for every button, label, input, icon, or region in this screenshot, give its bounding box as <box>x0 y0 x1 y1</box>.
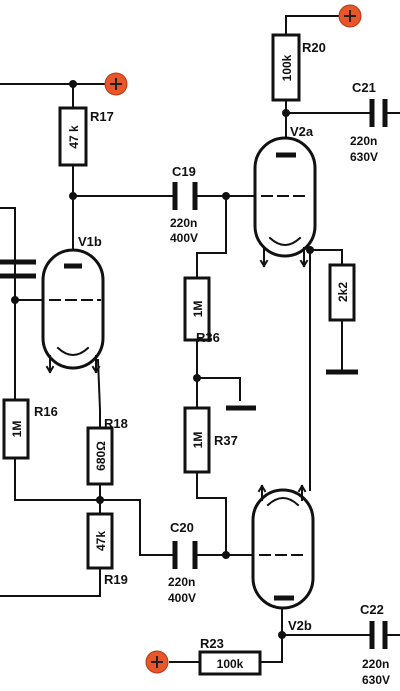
tube-v1b: V1b <box>41 234 105 374</box>
resistor-r36: 1M R36 <box>183 276 220 345</box>
v1b-label: V1b <box>78 234 102 249</box>
c21-value2: 630V <box>350 150 378 164</box>
r16-value: 1M <box>10 421 24 438</box>
capacitor-c21: C21 220n 630V <box>350 80 388 164</box>
resistor-r19: 47k R19 <box>86 512 128 587</box>
r-2k2-value: 2k2 <box>336 282 350 302</box>
r16-label: R16 <box>34 404 58 419</box>
c19-value2: 400V <box>170 231 198 245</box>
resistor-r18: 680Ω R18 <box>86 416 128 486</box>
capacitor-c19: C19 220n 400V <box>170 164 198 245</box>
capacitor-c22: C22 220n 630V <box>360 602 390 687</box>
r17-value: 47 k <box>67 125 81 149</box>
capacitor-input-left <box>0 259 36 279</box>
resistor-r23: 100k R23 <box>198 636 262 676</box>
supply-plus-icon <box>104 72 128 96</box>
c22-label: C22 <box>360 602 384 617</box>
tube-v2a: V2a <box>253 124 317 268</box>
r20-value: 100k <box>280 54 294 81</box>
r20-label: R20 <box>302 40 326 55</box>
v2b-label: V2b <box>288 618 312 633</box>
r23-label: R23 <box>200 636 224 651</box>
r37-value: 1M <box>191 432 205 449</box>
c21-label: C21 <box>352 80 376 95</box>
ground-bars <box>226 369 358 411</box>
c20-value2: 400V <box>168 591 196 605</box>
supply-plus-icon <box>145 650 169 674</box>
c20-label: C20 <box>170 520 194 535</box>
resistor-r17: 47 k R17 <box>58 106 114 167</box>
r18-value: 680Ω <box>94 441 108 471</box>
r19-value: 47k <box>94 531 108 551</box>
tube-v2b: V2b <box>251 484 315 633</box>
junction-dots <box>11 80 314 639</box>
resistor-2k2: 2k2 <box>328 263 356 322</box>
capacitor-c20: C20 220n 400V <box>168 520 198 605</box>
r19-label: R19 <box>104 572 128 587</box>
c19-value1: 220n <box>170 216 197 230</box>
v2a-label: V2a <box>290 124 314 139</box>
c22-value2: 630V <box>362 673 390 687</box>
r37-label: R37 <box>214 433 238 448</box>
r17-label: R17 <box>90 109 114 124</box>
c22-value1: 220n <box>362 657 389 671</box>
resistor-r37: 1M R37 <box>183 406 238 474</box>
r23-value: 100k <box>217 657 244 671</box>
c21-value1: 220n <box>350 134 377 148</box>
supply-plus-icon <box>338 4 362 28</box>
r18-label: R18 <box>104 416 128 431</box>
c20-value1: 220n <box>168 575 195 589</box>
resistor-r16: 1M R16 <box>2 398 58 460</box>
c19-label: C19 <box>172 164 196 179</box>
r36-label: R36 <box>196 330 220 345</box>
resistor-r20: 100k R20 <box>271 33 326 102</box>
r36-value: 1M <box>191 301 205 318</box>
